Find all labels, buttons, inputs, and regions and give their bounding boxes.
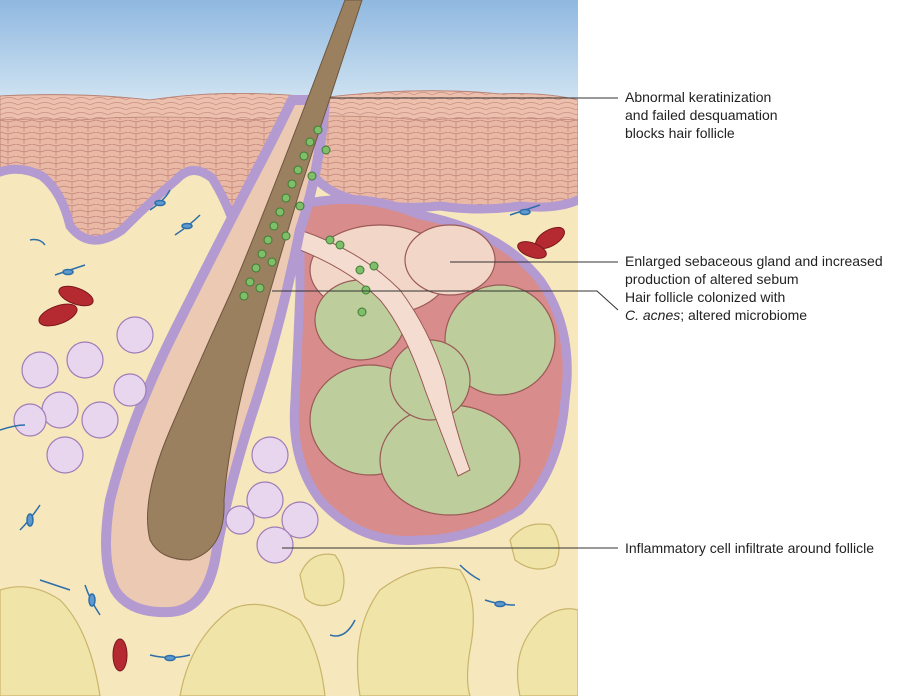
- label-colonized-line-2: C. acnes; altered microbiome: [625, 306, 807, 324]
- label-sebaceous-line-2: production of altered sebum: [625, 270, 883, 288]
- label-keratinization-line-2: and failed desquamation: [625, 106, 778, 124]
- label-inflammatory-infiltrate: Inflammatory cell infiltrate around foll…: [625, 539, 874, 557]
- label-species: C. acnes: [625, 307, 680, 323]
- label-keratinization-line-3: blocks hair follicle: [625, 124, 778, 142]
- label-colonized-rest: ; altered microbiome: [680, 307, 807, 323]
- label-inflammatory-line: Inflammatory cell infiltrate around foll…: [625, 539, 874, 557]
- label-colonized-follicle: Hair follicle colonized with C. acnes; a…: [625, 288, 807, 324]
- label-keratinization-line-1: Abnormal keratinization: [625, 88, 778, 106]
- label-sebaceous-gland: Enlarged sebaceous gland and increased p…: [625, 252, 883, 288]
- label-abnormal-keratinization: Abnormal keratinization and failed desqu…: [625, 88, 778, 142]
- label-colonized-line-1: Hair follicle colonized with: [625, 288, 807, 306]
- label-sebaceous-line-1: Enlarged sebaceous gland and increased: [625, 252, 883, 270]
